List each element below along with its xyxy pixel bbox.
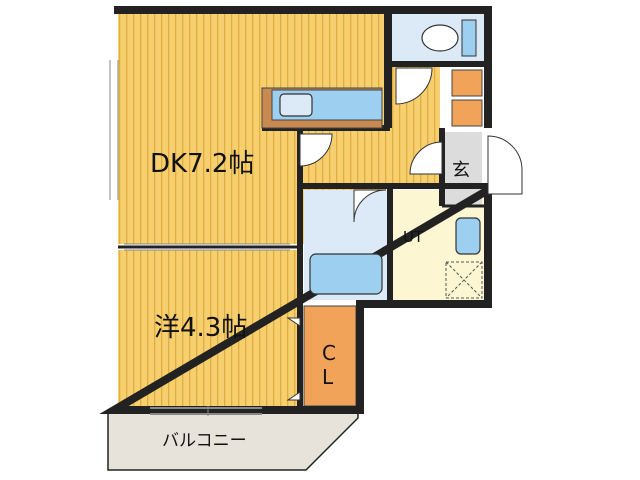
western-room-label: 洋4.3帖	[154, 313, 247, 343]
toilet-icon	[421, 19, 477, 57]
interior-walls-thin	[118, 204, 490, 249]
balcony-label: バルコニー	[162, 431, 247, 451]
western-room-floor	[118, 250, 300, 406]
storage-shelf-2	[451, 99, 483, 127]
bathtub-icon	[309, 253, 383, 295]
closet	[303, 305, 357, 407]
closet-label-top: C	[322, 341, 336, 365]
dk-room-label: DK7.2帖	[150, 149, 254, 179]
closet-label-bottom: L	[322, 365, 334, 389]
door-swings	[286, 67, 523, 401]
washing-machine-pan-icon	[445, 261, 483, 299]
sink-icon	[279, 93, 313, 117]
storage-shelf-1	[451, 69, 483, 97]
outer-walls	[99, 6, 492, 414]
entrance-label: 玄	[452, 160, 470, 181]
washbasin-icon	[455, 217, 481, 255]
utility-room-label: UT	[403, 228, 424, 246]
